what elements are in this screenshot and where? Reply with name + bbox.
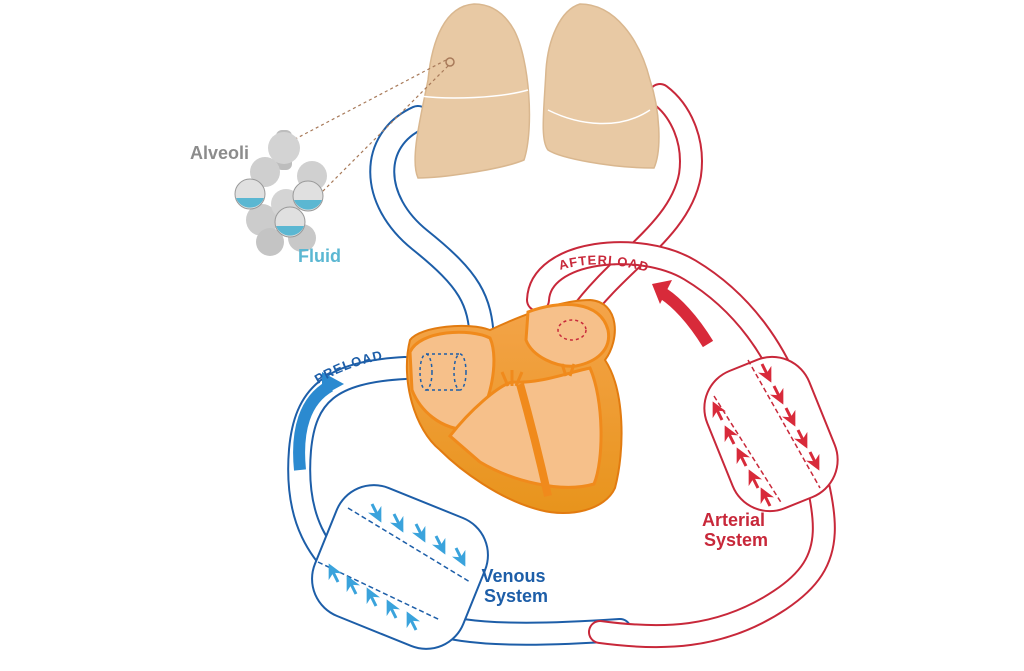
left-lung-fissure (419, 89, 529, 99)
arterial-reservoir (703, 355, 839, 513)
right-atrium (408, 330, 496, 432)
pulmonary-artery-inner (570, 85, 701, 325)
alveoli-callout-origin (445, 57, 455, 67)
fluid-filled-alveolus-2 (292, 180, 324, 212)
septum (516, 382, 552, 497)
chordae-left (500, 363, 576, 387)
heart (405, 298, 623, 514)
right-lung (542, 3, 660, 169)
ventricles (447, 366, 603, 489)
fluid-filled-alveolus-3 (274, 206, 306, 238)
preload-arrowhead (322, 372, 344, 396)
venous-label-line1: Venous (481, 566, 545, 586)
right-lung-fissure (547, 109, 651, 125)
fluid-label: Fluid (298, 246, 341, 266)
alveoli-cluster (234, 130, 327, 256)
fluid-filled-alveolus-1 (234, 178, 266, 210)
venous-label-line2: System (484, 586, 548, 606)
arterial-system-label: Arterial System (702, 510, 770, 550)
venous-system-label: Venous System (481, 566, 550, 606)
alveoli-label: Alveoli (190, 143, 249, 163)
afterload-outlet (557, 319, 587, 341)
arterial-label-line1: Arterial (702, 510, 765, 530)
pulmonary-vein-inner (371, 107, 493, 351)
left-atrium (524, 303, 611, 368)
left-lung (414, 3, 531, 179)
lungs (277, 3, 660, 197)
afterload-flow-arrow (660, 289, 714, 348)
venous-reservoir (311, 484, 489, 650)
arterial-label-line2: System (704, 530, 768, 550)
afterload-arrowhead (652, 280, 672, 304)
